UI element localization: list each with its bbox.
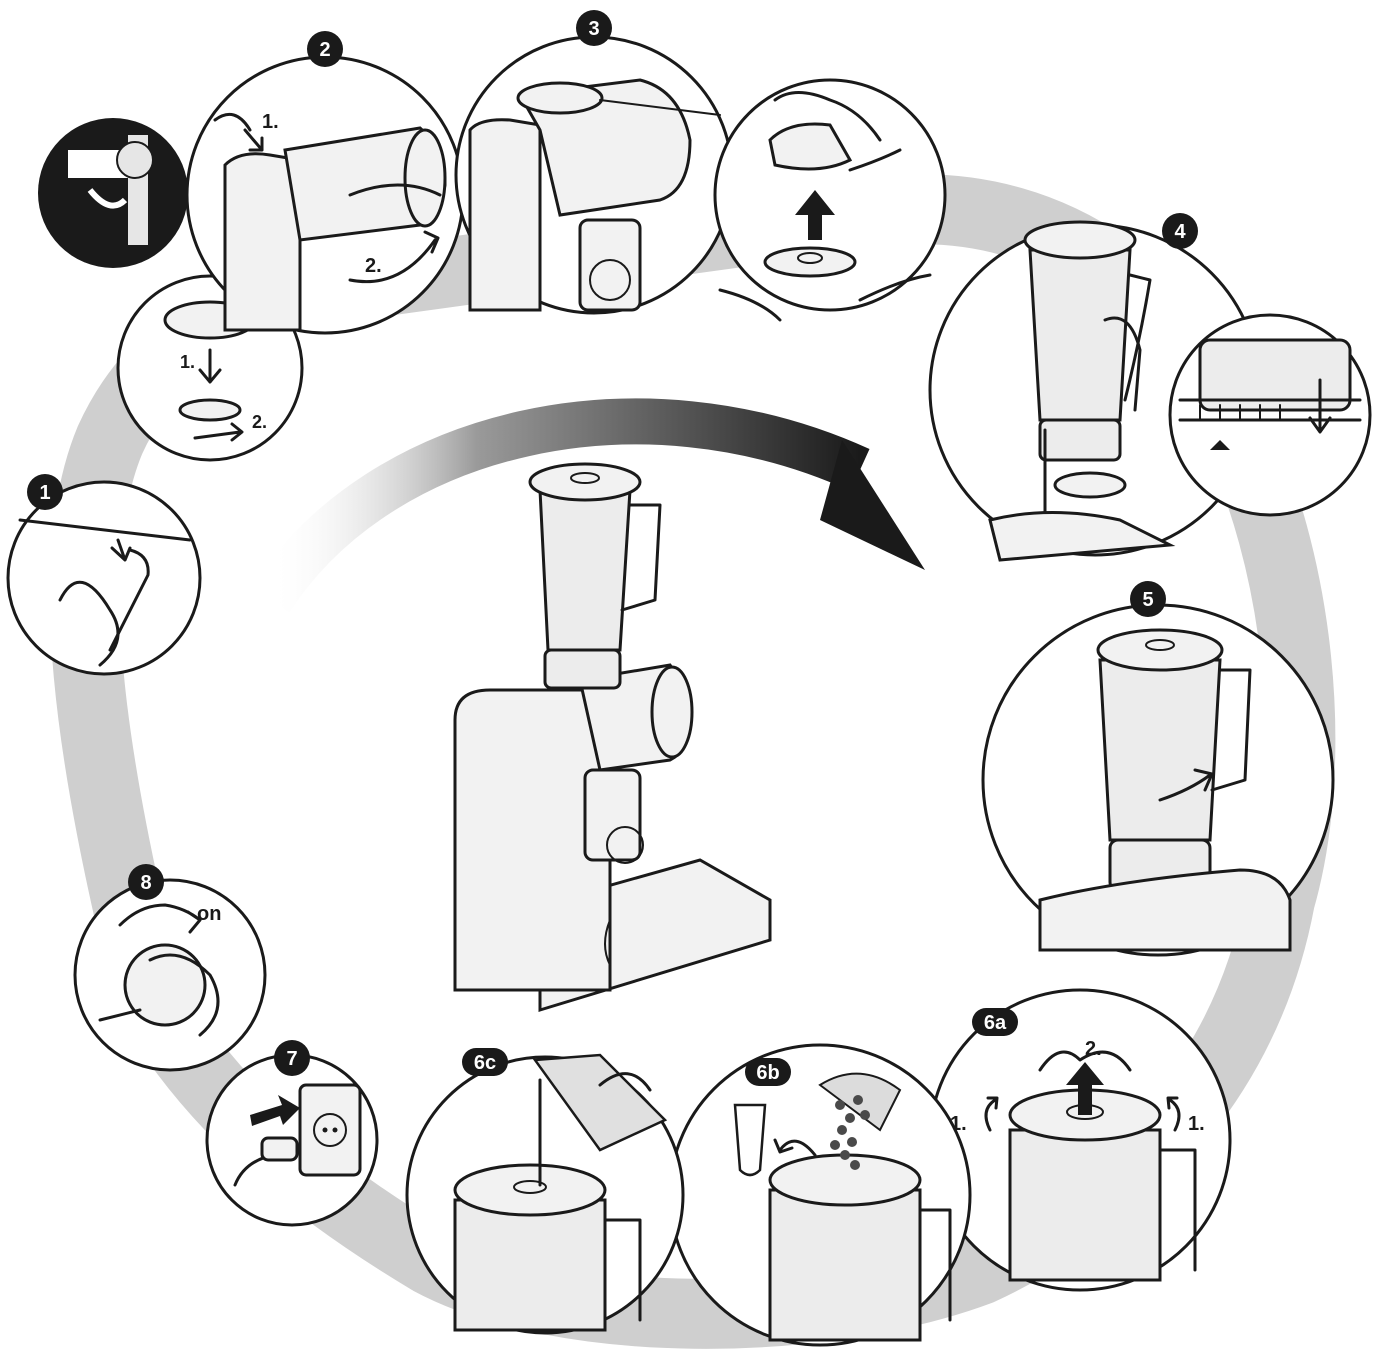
step-5-badge: 5 xyxy=(1142,589,1153,611)
step-8-panel: 8 on xyxy=(73,864,267,1072)
step-3-badge: 3 xyxy=(588,18,599,40)
inset-label-1: 1. xyxy=(180,352,195,372)
step-6b-panel: 6b xyxy=(668,1043,972,1347)
step-6a-badge: 6a xyxy=(984,1012,1007,1034)
assembled-appliance xyxy=(453,462,772,1013)
step-1-badge: 1 xyxy=(39,482,50,504)
step-7-panel: 7 xyxy=(205,1040,379,1227)
step-4-detail-panel xyxy=(1168,313,1372,517)
step-1-panel: 1 xyxy=(6,474,202,676)
beans xyxy=(830,1095,870,1170)
inset-label-2: 2. xyxy=(252,412,267,432)
step-4-badge: 4 xyxy=(1174,221,1186,243)
step-4-panel: 4 xyxy=(928,213,1262,562)
step-3-panel: 3 xyxy=(454,10,734,315)
step-2-panel: 2 1. 2. xyxy=(185,31,465,335)
step-3-detail-panel xyxy=(713,78,947,322)
step-7-badge: 7 xyxy=(286,1048,297,1070)
step-6a-label-1-right: 1. xyxy=(1188,1113,1205,1135)
step-5-panel: 5 xyxy=(981,581,1335,957)
step-6a-label-2: 2. xyxy=(1085,1038,1102,1060)
sequence-arrow xyxy=(250,398,925,613)
step-6c-panel: 6c xyxy=(405,1048,685,1335)
step-8-on-label: on xyxy=(197,903,221,925)
step-2-detail-dark xyxy=(38,118,188,268)
step-6b-badge: 6b xyxy=(756,1062,779,1084)
step-2-badge: 2 xyxy=(319,39,330,61)
step-6c-badge: 6c xyxy=(474,1052,496,1074)
step-6a-panel: 6a 1. 2. 1. xyxy=(928,988,1232,1292)
step-8-badge: 8 xyxy=(140,872,151,894)
step-2-label-1: 1. xyxy=(262,111,279,133)
step-2-label-2: 2. xyxy=(365,255,382,277)
